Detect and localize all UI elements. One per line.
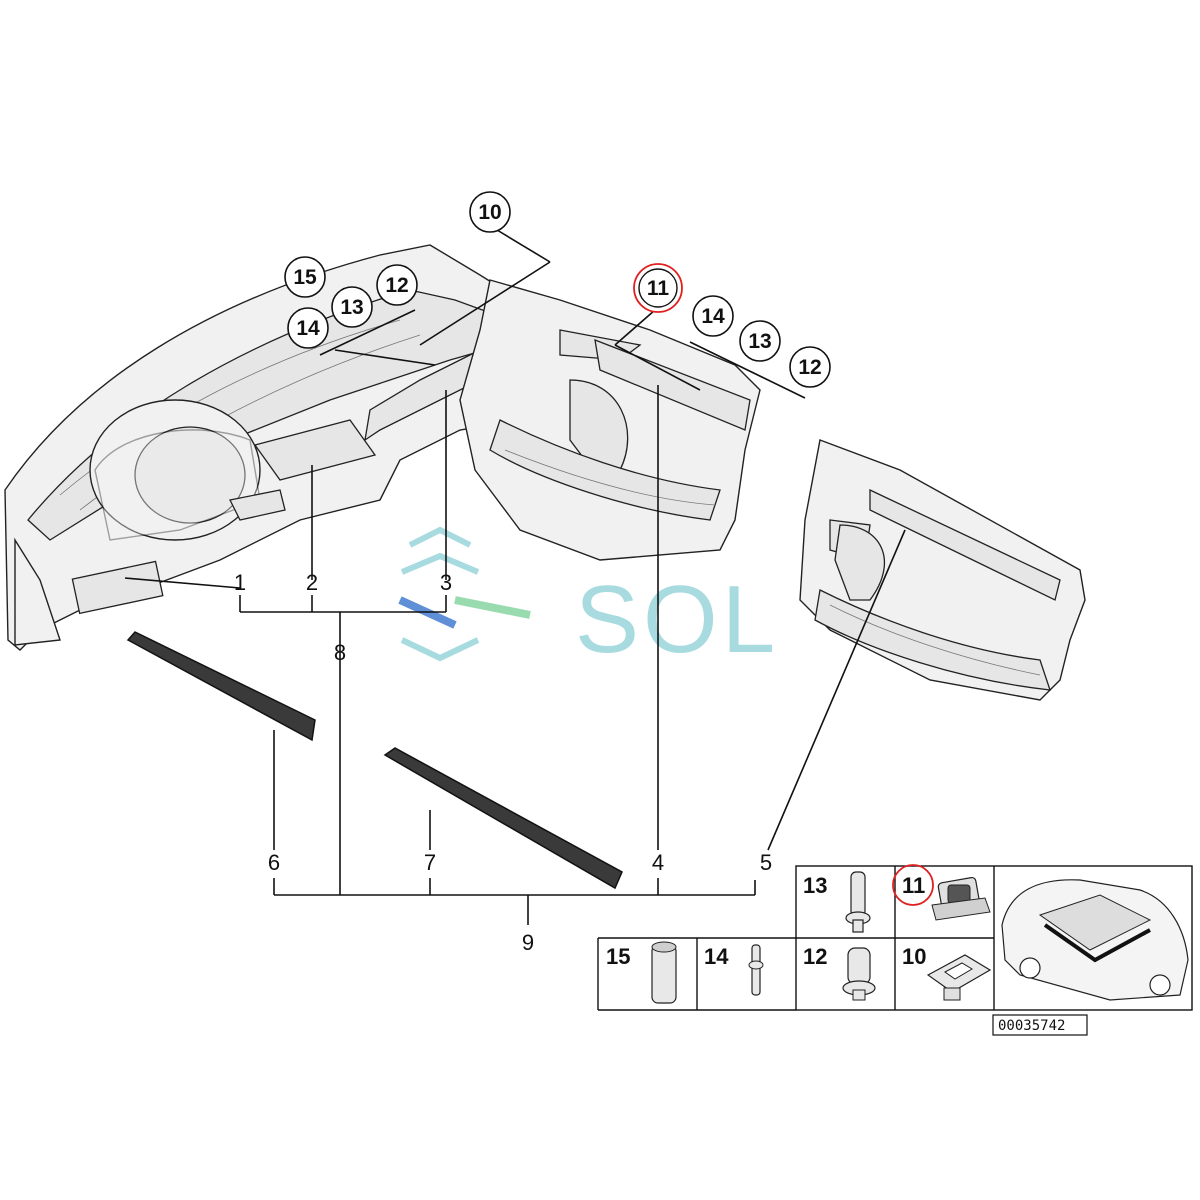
watermark-text: SOL: [575, 566, 779, 673]
leader-lines: [124, 229, 906, 925]
legend-cell-10: 10: [902, 944, 992, 1001]
part-number-5: 5: [760, 850, 772, 875]
fastener-legend: 13 11 15: [597, 864, 1193, 1011]
svg-text:11: 11: [647, 277, 670, 300]
rear-door-panel-drawing: [799, 439, 1086, 701]
svg-text:13: 13: [803, 873, 827, 898]
callout-11-highlighted: 11: [633, 263, 683, 313]
sill-strip-left: [126, 631, 316, 742]
watermark: SOL: [398, 526, 779, 673]
sleeve-15-icon: [651, 941, 677, 1004]
svg-text:12: 12: [798, 356, 821, 379]
pin-14-icon: [748, 944, 764, 996]
svg-text:14: 14: [704, 944, 729, 969]
part-number-9: 9: [522, 930, 534, 955]
sill-strip-right: [383, 747, 623, 890]
part-number-6: 6: [268, 850, 280, 875]
car-outline-icon: [1001, 879, 1189, 1001]
svg-text:15: 15: [293, 266, 317, 289]
legend-cell-15: 15: [606, 941, 677, 1004]
callout-13-b: 13: [739, 320, 781, 362]
svg-text:12: 12: [385, 274, 408, 297]
svg-text:13: 13: [340, 296, 363, 319]
front-door-panel-drawing: [459, 279, 761, 561]
callout-13-a: 13: [331, 286, 373, 328]
screw-13-icon: [845, 871, 871, 933]
part-number-8: 8: [334, 640, 346, 665]
svg-text:11: 11: [902, 873, 925, 898]
part-number-2: 2: [306, 570, 318, 595]
svg-text:12: 12: [803, 944, 827, 969]
callout-12-a: 12: [376, 264, 418, 306]
part-number-1: 1: [234, 570, 246, 595]
diagram-code: 00035742: [998, 1018, 1065, 1034]
svg-text:14: 14: [296, 317, 320, 340]
callout-14-b: 14: [692, 295, 734, 337]
part-number-7: 7: [424, 850, 436, 875]
clip-nut-11-icon: [931, 876, 991, 921]
legend-cell-11: 11: [892, 864, 991, 921]
plug-12-icon: [842, 947, 876, 1001]
callout-14-a: 14: [287, 307, 329, 349]
callout-10: 10: [469, 191, 511, 233]
svg-text:15: 15: [606, 944, 630, 969]
diagram-code-box: 00035742: [992, 1014, 1088, 1036]
legend-cell-13: 13: [803, 871, 871, 933]
dashboard-drawing: [4, 244, 546, 651]
svg-text:10: 10: [478, 201, 501, 224]
part-number-3: 3: [440, 570, 452, 595]
legend-cell-12: 12: [803, 944, 876, 1001]
callout-12-b: 12: [789, 346, 831, 388]
svg-text:14: 14: [701, 305, 725, 328]
svg-text:10: 10: [902, 944, 926, 969]
svg-text:13: 13: [748, 330, 771, 353]
callout-15: 15: [284, 256, 326, 298]
part-number-4: 4: [652, 850, 664, 875]
clip-10-icon: [926, 954, 992, 1001]
legend-cell-14: 14: [704, 944, 764, 996]
